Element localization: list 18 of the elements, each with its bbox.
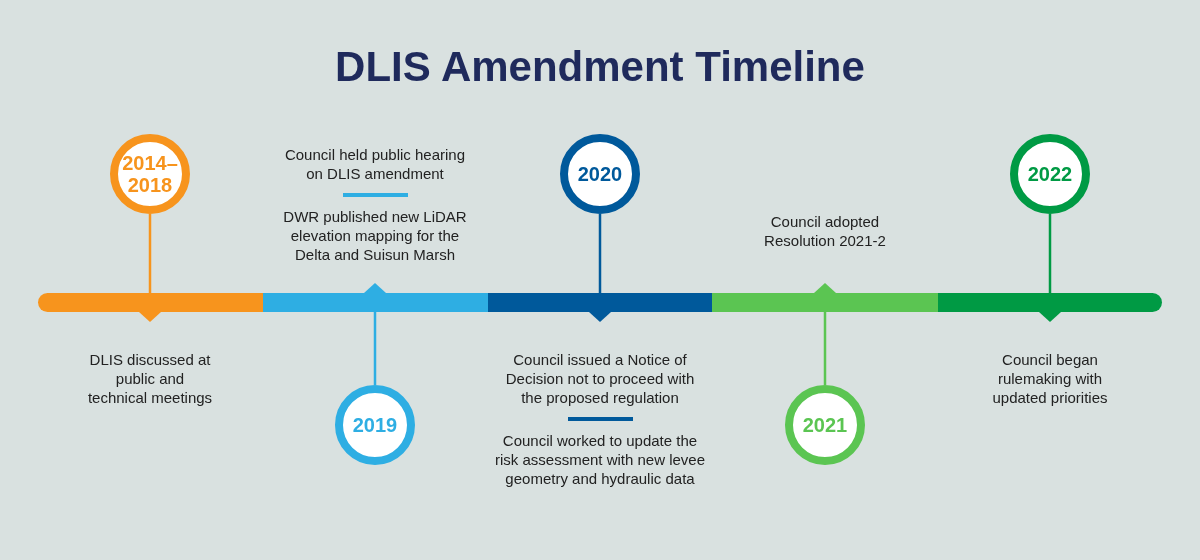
timeline-bar-segment [38,293,263,322]
event-text: Council adopted Resolution 2021-2 [763,212,887,250]
timeline-bar-segment [488,293,712,322]
year-label: 2022 [1027,163,1073,185]
title: DLIS Amendment Timeline [335,42,865,92]
year-label: 2014–2018 [121,152,179,196]
year-label: 2020 [577,163,623,185]
event-text: Council began rulemaking with updated priorities [991,350,1109,407]
timeline-bar-segment [938,293,1162,322]
event-text: Council issued a Notice of Decision not to proceed with the proposed regulation [504,350,696,407]
event-text: DWR published new LiDAR elevation mapping for the Delta and Suisun Marsh [282,207,468,264]
year-label: 2019 [352,414,398,436]
event-text: Council held public hearing on DLIS amendment [283,145,467,183]
event-text: Council worked to update the risk assessment with new levee geometry and hydraulic data [494,431,706,488]
timeline-bar-segment [712,283,938,312]
event-text: DLIS discussed at public and technical meetings [87,350,213,407]
timeline-bar-segment [263,283,488,312]
year-label: 2021 [802,414,848,436]
